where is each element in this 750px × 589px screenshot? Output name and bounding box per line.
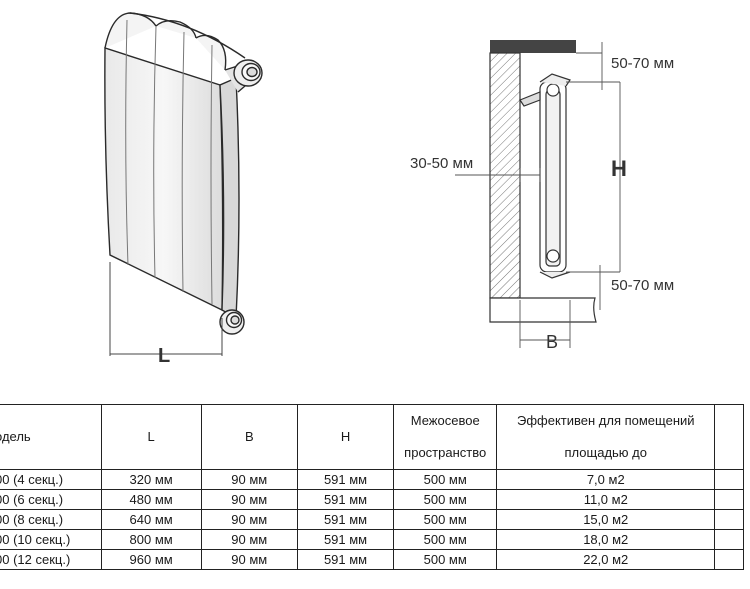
cell-model: 00 (12 секц.)	[0, 549, 102, 570]
cell-area: 7,0 м2	[496, 469, 716, 490]
cell-axis: 500 мм	[393, 529, 498, 550]
cell-l: 480 мм	[100, 489, 202, 510]
cell-b: 90 мм	[200, 549, 298, 570]
cell-h: 591 мм	[296, 509, 395, 530]
cell-h: 591 мм	[296, 469, 395, 490]
cell-extra	[714, 469, 744, 490]
header-area-line2: площадью до	[564, 445, 647, 460]
cell-area: 11,0 м2	[496, 489, 716, 510]
cell-h: 591 мм	[296, 529, 395, 550]
table-row: 00 (10 секц.) 800 мм 90 мм 591 мм 500 мм…	[0, 529, 744, 550]
dimension-l	[109, 262, 223, 356]
cell-extra	[714, 549, 744, 570]
header-axis-distance: Межосевое пространство	[393, 404, 498, 470]
table-row: 00 (12 секц.) 960 мм 90 мм 591 мм 500 мм…	[0, 549, 744, 570]
cell-b: 90 мм	[200, 489, 298, 510]
cell-l: 640 мм	[100, 509, 202, 530]
header-l: L	[100, 404, 202, 470]
cell-area: 18,0 м2	[496, 529, 716, 550]
cell-b: 90 мм	[200, 469, 298, 490]
cell-axis: 500 мм	[393, 509, 498, 530]
cell-h: 591 мм	[296, 489, 395, 510]
floor	[489, 297, 597, 323]
header-axis-line2: пространство	[404, 445, 487, 460]
table-header-row: одель L B H Межосевое пространство Эффек…	[0, 404, 744, 470]
table-row: 00 (4 секц.) 320 мм 90 мм 591 мм 500 мм …	[0, 469, 744, 490]
cell-extra	[714, 489, 744, 510]
header-room-area: Эффективен для помещений площадью до	[496, 404, 716, 470]
cell-b: 90 мм	[200, 509, 298, 530]
cell-extra	[714, 509, 744, 530]
label-gap-top: 50-70 мм	[611, 55, 674, 72]
cell-model: 00 (8 секц.)	[0, 509, 102, 530]
dimension-lines	[455, 42, 621, 348]
header-axis-line1: Межосевое	[410, 413, 480, 428]
cell-l: 800 мм	[100, 529, 202, 550]
header-model: одель	[0, 404, 102, 470]
cell-axis: 500 мм	[393, 489, 498, 510]
table-row: 00 (8 секц.) 640 мм 90 мм 591 мм 500 мм …	[0, 509, 744, 530]
spec-table: одель L B H Межосевое пространство Эффек…	[0, 404, 744, 570]
label-gap-bottom: 50-70 мм	[611, 277, 674, 294]
cell-model: 00 (4 секц.)	[0, 469, 102, 490]
label-wall-gap: 30-50 мм	[410, 155, 473, 172]
cell-extra	[714, 529, 744, 550]
cell-l: 320 мм	[100, 469, 202, 490]
label-h: H	[611, 156, 627, 181]
cell-model: 00 (10 секц.)	[0, 529, 102, 550]
cell-axis: 500 мм	[393, 549, 498, 570]
cell-b: 90 мм	[200, 529, 298, 550]
cell-area: 15,0 м2	[496, 509, 716, 530]
cell-model: 00 (6 секц.)	[0, 489, 102, 510]
cell-axis: 500 мм	[393, 469, 498, 490]
cell-area: 22,0 м2	[496, 549, 716, 570]
radiator-illustration	[104, 12, 263, 335]
cell-l: 960 мм	[100, 549, 202, 570]
label-b: B	[546, 332, 558, 352]
radiator-profile	[519, 73, 571, 279]
ceiling-slab	[490, 40, 576, 53]
label-l: L	[158, 345, 170, 367]
header-b: B	[200, 404, 298, 470]
wall	[489, 52, 521, 299]
mounting-diagram: 50-70 мм H 30-50 мм 50-70 мм B	[410, 40, 674, 352]
header-area-line1: Эффективен для помещений	[516, 413, 695, 428]
header-h: H	[296, 404, 395, 470]
cell-h: 591 мм	[296, 549, 395, 570]
table-row: 00 (6 секц.) 480 мм 90 мм 591 мм 500 мм …	[0, 489, 744, 510]
header-extra	[714, 404, 744, 470]
